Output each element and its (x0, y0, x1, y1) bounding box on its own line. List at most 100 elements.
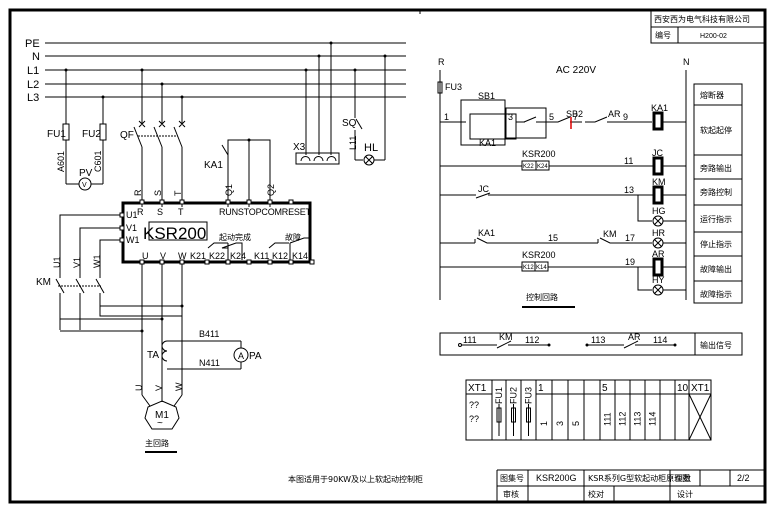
pin-v: V (160, 251, 166, 261)
coil-ka1-label: KA1 (651, 103, 668, 113)
wire-t: T (173, 190, 183, 196)
qf-label: QF (120, 130, 134, 141)
pin-v1: V1 (126, 223, 137, 233)
motor-wire-u: U (134, 385, 144, 392)
strip-terminal-label: 113 (633, 412, 643, 426)
voltmeter-symbol: V (82, 182, 87, 189)
output-signal-label: 输出信号 (700, 340, 732, 350)
ctrl-pins: RUNSTOPCOMRESET (219, 207, 312, 217)
bypass-contactor-km: KM U1 V1 W1 (36, 214, 182, 330)
x3-label: X3 (293, 142, 306, 153)
drawing-name: KSR系列G型软起动柜原理图 (588, 473, 690, 483)
node-1: 1 (444, 112, 449, 122)
function-fault-out: 故障输出 (700, 264, 732, 274)
strip-terminal-label: 112 (618, 412, 628, 426)
control-circuit-title: 控制回路 (526, 292, 558, 302)
wire-v1: V1 (72, 257, 82, 268)
group-start-complete: 起动完成 (219, 232, 251, 242)
fu1-label: FU1 (47, 129, 66, 140)
km-main-label: KM (36, 277, 51, 288)
strip-fuse-label: FU1 (494, 387, 504, 404)
pages-label: 页数 (675, 473, 691, 483)
strip-terminal-label: 114 (648, 412, 658, 426)
pin-r: R (137, 207, 144, 217)
sb2-label: SB2 (566, 109, 583, 119)
fuse-fu3 (437, 81, 443, 94)
supply-label: AC 220V (556, 65, 596, 76)
pin-w1: W1 (126, 235, 140, 245)
coil-ar (652, 257, 664, 277)
wire-l11: L11 (348, 136, 358, 150)
hl-label: HL (364, 142, 378, 154)
terminal-x3: X3 (293, 41, 340, 165)
signal-112: 112 (525, 335, 539, 345)
ct-label: TA (147, 350, 159, 361)
bus-label-l3: L3 (27, 92, 39, 104)
wire-s: S (153, 190, 163, 196)
node-7: 7 (573, 112, 578, 122)
strip-unknown: ?? (469, 414, 479, 424)
strip-header-cell: XT1 (691, 383, 710, 394)
strip-fuse-label: FU2 (509, 387, 519, 404)
function-run-ind: 运行指示 (700, 214, 732, 224)
coil-jc-label: JC (652, 148, 664, 158)
breaker-qf: QF R S T (120, 68, 186, 207)
lamp-hy-label: HY (652, 275, 665, 285)
strip-header-cell: XT1 (468, 383, 487, 394)
pin-u: U (142, 251, 149, 261)
wire-q2: Q2 (266, 184, 276, 196)
node-19: 19 (625, 257, 635, 267)
function-fuse: 熔断器 (700, 90, 724, 100)
control-circuit: R N AC 220V FU3 1 3 5 7 9 SB1 SB2 AR KA1… (437, 57, 690, 308)
drawing-set-label: 图集号 (500, 473, 524, 483)
k12-label: K12 (523, 265, 534, 271)
k24-label: K24 (537, 164, 548, 170)
sb1-label: SB1 (478, 91, 495, 101)
strip-terminal-label: 111 (603, 412, 613, 426)
pages-value: 2/2 (737, 473, 750, 483)
ar-contact-label: AR (608, 109, 621, 119)
voltmeter-label: PV (79, 168, 93, 179)
km-contact-label: KM (603, 229, 617, 239)
k22-label: K22 (523, 164, 534, 170)
number-value: H200-02 (700, 33, 727, 40)
node-11: 11 (624, 156, 633, 166)
bus-label-l2: L2 (27, 79, 39, 91)
lamp-hg-label: HG (652, 206, 666, 216)
strip-header-cell: 5 (602, 383, 608, 394)
bus-label-pe: PE (25, 38, 40, 50)
function-bypass-out: 旁路输出 (700, 163, 732, 173)
ka1-main-label: KA1 (204, 160, 223, 171)
wire-b411: B411 (199, 329, 219, 339)
motor-label: M1 (155, 410, 169, 421)
ksr200-label-1: KSR200 (522, 149, 556, 159)
pin-u1: U1 (126, 210, 138, 220)
pin-w: W (178, 251, 187, 261)
design-label: 设计 (677, 489, 693, 499)
applicability-note: 本图适用于90KW及以上软起动控制柜 (288, 474, 423, 484)
motor-symbol: ~ (157, 418, 163, 429)
node-3: 3 (508, 112, 513, 122)
voltmeter (78, 177, 92, 191)
strip-header-cell: 10 (677, 383, 689, 394)
softstarter-model: KSR200 (143, 224, 206, 243)
ka1-run-branch: KA1 Q1 Q2 (204, 138, 276, 207)
signal-ar: AR (628, 332, 641, 342)
wire-n411: N411 (199, 358, 220, 368)
pin-k24: K24 (230, 251, 246, 261)
node-17: 17 (625, 233, 635, 243)
node-5: 5 (549, 112, 554, 122)
drawing-frame (8, 8, 767, 504)
fu3-label: FU3 (445, 82, 462, 92)
ksr200-label-2: KSR200 (522, 250, 556, 260)
lamp-branch: SQ L11 HL (342, 54, 387, 166)
group-fault: 故障 (285, 232, 301, 242)
jc-contact-label: JC (478, 184, 490, 194)
coil-km-label: KM (652, 177, 666, 187)
main-circuit-title: 主回路 (145, 438, 169, 448)
signal-km: KM (499, 332, 513, 342)
wire-c601: C601 (93, 150, 103, 172)
pin-k12: K12 (272, 251, 288, 261)
strip-fuse-label: FU3 (524, 387, 534, 404)
